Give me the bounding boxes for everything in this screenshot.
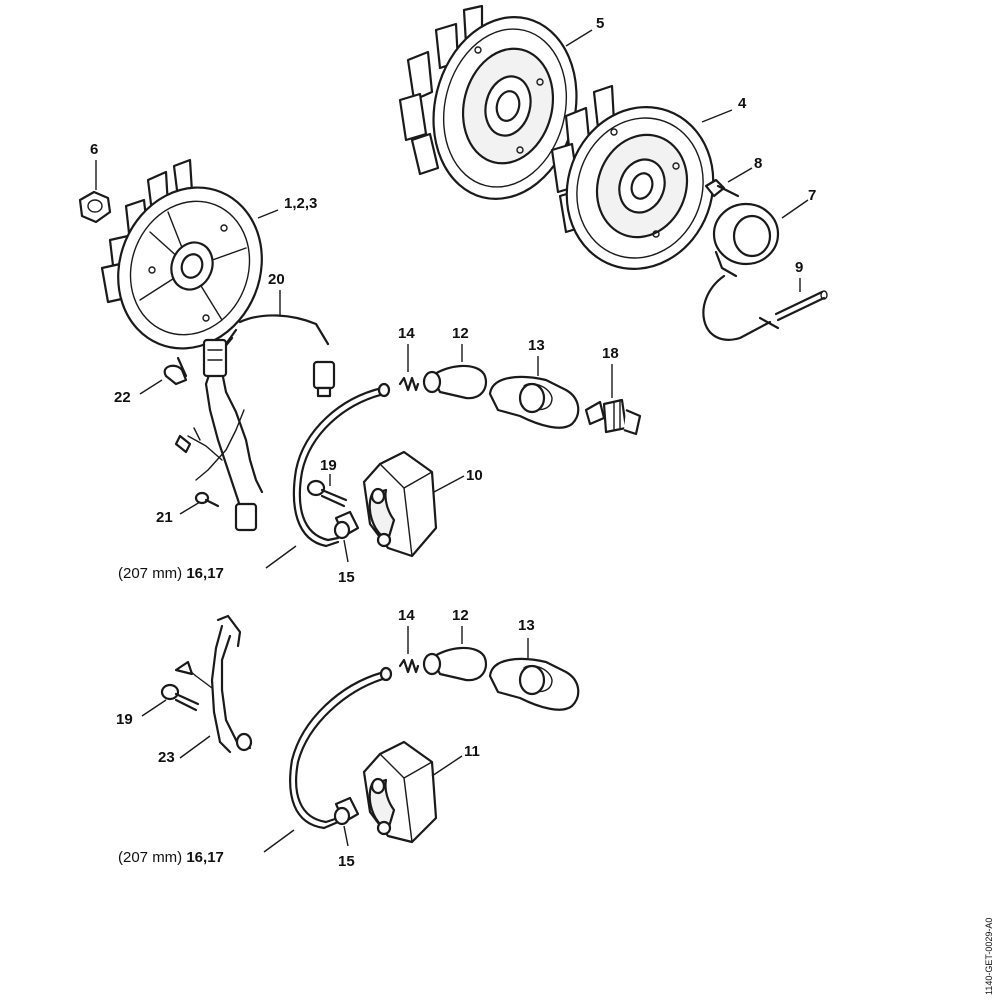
screw-part-19-upper [306,479,348,508]
connector-part-15-upper [333,510,360,540]
flywheel-part-1-2-3 [100,158,263,350]
callout-6: 6 [90,141,98,158]
callout-1-2-3: 1,2,3 [284,195,317,212]
callout-12-upper: 12 [452,325,469,342]
callout-20: 20 [268,271,285,288]
callout-22: 22 [114,389,131,406]
wiring-harness-part-20 [174,314,336,532]
spring-part-14-upper [398,376,420,392]
callout-7: 7 [808,187,816,204]
callout-15-upper: 15 [338,569,355,586]
callout-21: 21 [156,509,173,526]
callout-23: 23 [158,749,175,766]
boot-part-13-upper [488,375,580,429]
spring-part-14-lower [398,658,420,674]
callout-15-lower: 15 [338,853,355,870]
ignition-lead-lower [289,666,393,830]
callout-13-upper: 13 [528,337,545,354]
callout-8: 8 [754,155,762,172]
boot-part-12-upper [422,364,488,400]
wiring-harness-part-23 [174,614,253,754]
callout-13-lower: 13 [518,617,535,634]
callout-18: 18 [602,345,619,362]
spark-plug-part-18 [584,398,642,436]
drawing-code: 1140-GET-0029-A0 [984,918,994,995]
ignition-module-part-10 [362,450,438,558]
callout-16-17-upper: (207 mm) 16,17 [118,565,224,582]
flywheel-part-5 [398,4,578,200]
boot-part-12-lower [422,646,488,682]
callout-9: 9 [795,259,803,276]
connector-part-15-lower [333,796,360,826]
ignition-lead-upper [292,382,391,548]
clip-part-22 [163,356,188,386]
boot-part-13-lower [488,657,580,711]
callout-4: 4 [738,95,747,112]
callout-5: 5 [596,15,604,32]
pin-part-9 [774,290,828,322]
ring-part-7 [702,202,780,341]
callout-14-upper: 14 [398,325,415,342]
callout-labels: 5 4 6 1,2,3 8 7 9 20 14 12 13 18 22 19 1… [90,15,816,870]
callout-11: 11 [464,743,480,760]
callout-19-lower: 19 [116,711,133,728]
screw-part-8 [704,178,740,198]
flywheel-part-4 [550,84,715,270]
leader-lines [95,29,809,853]
nut-part-6 [78,190,112,224]
screw-part-19-lower [160,683,200,712]
ignition-module-part-11 [362,740,438,844]
callout-19-upper: 19 [320,457,337,474]
callout-10: 10 [466,467,483,484]
callout-16-17-lower: (207 mm) 16,17 [118,849,224,866]
callout-14-lower: 14 [398,607,415,624]
callout-12-lower: 12 [452,607,469,624]
screw-part-21 [194,491,220,508]
